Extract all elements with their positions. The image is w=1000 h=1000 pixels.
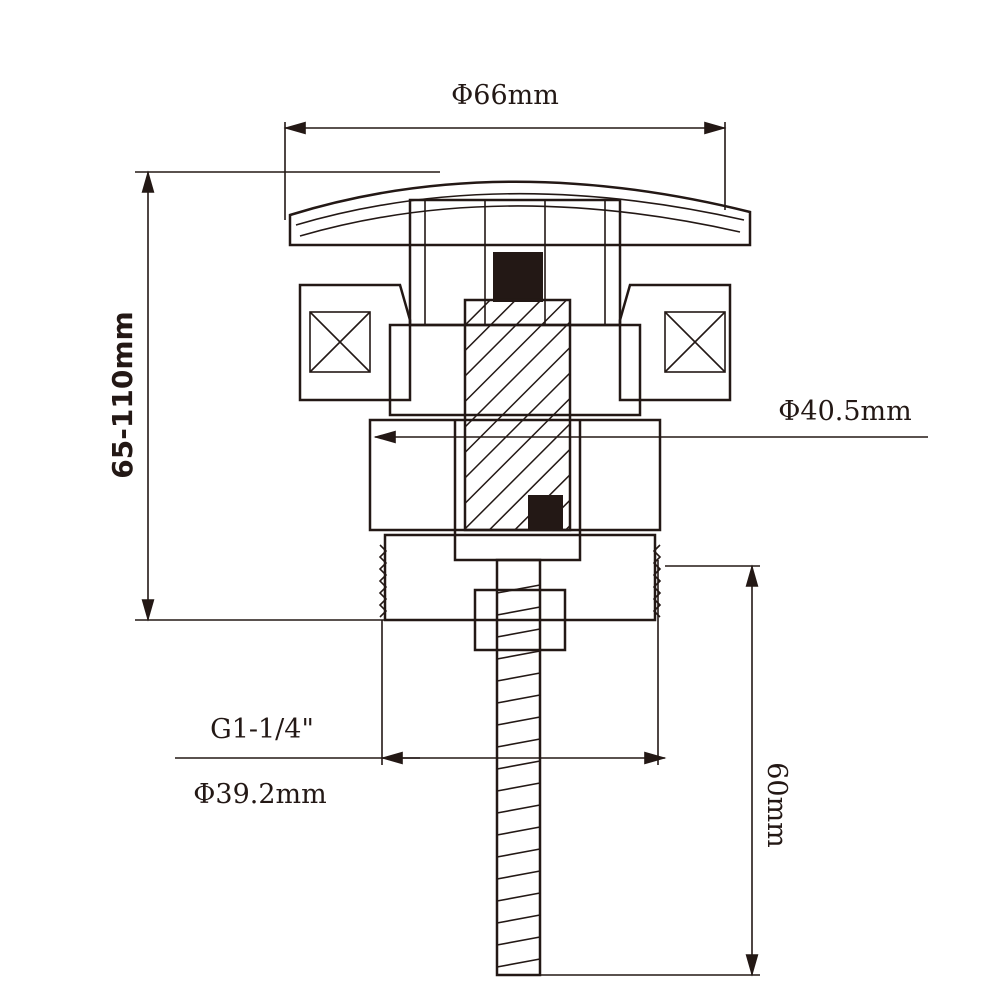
stem-thread-line <box>496 606 541 616</box>
body-diameter-label: Φ40.5mm <box>778 396 911 427</box>
stem-thread-line <box>496 760 541 770</box>
stem-thread-line <box>496 650 541 660</box>
stem-thread-line <box>496 584 541 594</box>
stem-thread-line <box>496 738 541 748</box>
thread-spec-label: G1-1/4" <box>210 714 314 745</box>
stem-thread-line <box>496 870 541 880</box>
plunger <box>453 298 582 562</box>
cap-diameter-dimension <box>283 121 727 220</box>
stem-thread-line <box>496 628 541 638</box>
stem-thread-line <box>496 958 541 968</box>
thread-diameter-dimension <box>175 560 667 765</box>
threaded-stem <box>495 558 542 977</box>
stem-thread-line <box>496 716 541 726</box>
body <box>298 198 732 532</box>
stem-thread-line <box>496 914 541 924</box>
stem-thread-line <box>496 672 541 682</box>
stem-thread-line <box>496 892 541 902</box>
height-range-label: 65-110mm <box>106 311 139 478</box>
height-dimension <box>135 170 440 622</box>
stem-thread-line <box>496 782 541 792</box>
stem-length-label: 60mm <box>761 762 792 848</box>
cap-diameter-label: Φ66mm <box>451 80 559 111</box>
cap <box>288 180 752 247</box>
thread-diameter-label: Φ39.2mm <box>193 779 326 810</box>
stem-thread-line <box>496 848 541 858</box>
stem-thread-line <box>496 694 541 704</box>
stem-thread-line <box>496 804 541 814</box>
stem-thread-line <box>496 826 541 836</box>
stem-thread-line <box>496 936 541 946</box>
thread-section <box>378 533 662 652</box>
stem-length-dimension <box>540 564 760 977</box>
